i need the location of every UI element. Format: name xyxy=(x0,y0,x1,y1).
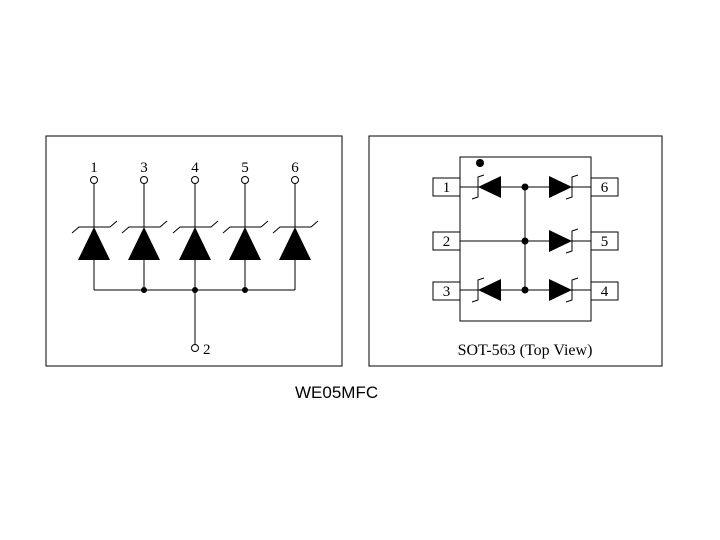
package-panel: 1 2 3 6 5 4 xyxy=(368,135,663,367)
schematic-panel: 1 3 4 5 6 xyxy=(45,135,343,367)
junction-dot xyxy=(521,183,529,191)
pin-box-3 xyxy=(432,281,461,301)
package-label: SOT-563 (Top View) xyxy=(458,342,593,359)
pkg-pin-label-3: 3 xyxy=(443,284,451,300)
pin-label-5: 5 xyxy=(241,160,249,176)
junction-dot xyxy=(521,286,529,294)
pin1-marker-dot xyxy=(476,159,484,167)
tvs-diode-channel-6 xyxy=(272,176,319,290)
junction-dot xyxy=(242,287,248,293)
tvs-diode-channel-4 xyxy=(172,176,219,290)
pkg-pin-label-1: 1 xyxy=(443,180,451,196)
ground-bus xyxy=(94,287,295,352)
tvs-diode-pin4 xyxy=(549,277,579,303)
tvs-diode-channel-3 xyxy=(121,176,168,290)
pin-label-4: 4 xyxy=(191,160,199,176)
pin-label-6: 6 xyxy=(291,160,299,176)
package-frame xyxy=(368,135,663,367)
tvs-diode-channel-1 xyxy=(71,176,118,290)
schematic-frame xyxy=(45,135,343,367)
tvs-diode-pin6 xyxy=(549,174,579,200)
pkg-pin-label-4: 4 xyxy=(601,284,609,300)
pin-label-2: 2 xyxy=(203,342,211,358)
tvs-diode-pin5 xyxy=(549,228,579,254)
junction-dot xyxy=(521,237,529,245)
ground-terminal xyxy=(191,344,199,352)
tvs-diode-channel-5 xyxy=(222,176,269,290)
pkg-pin-label-6: 6 xyxy=(601,180,609,196)
pin-label-1: 1 xyxy=(90,160,98,176)
part-number-caption: WE05MFC xyxy=(295,383,379,402)
pkg-pin-label-5: 5 xyxy=(601,234,609,250)
junction-dot xyxy=(141,287,147,293)
tvs-diode-pin3 xyxy=(471,277,501,303)
pkg-pin-label-2: 2 xyxy=(443,234,451,250)
pin-label-3: 3 xyxy=(140,160,148,176)
pin-box-4 xyxy=(590,281,619,301)
tvs-diode-pin1 xyxy=(471,174,501,200)
